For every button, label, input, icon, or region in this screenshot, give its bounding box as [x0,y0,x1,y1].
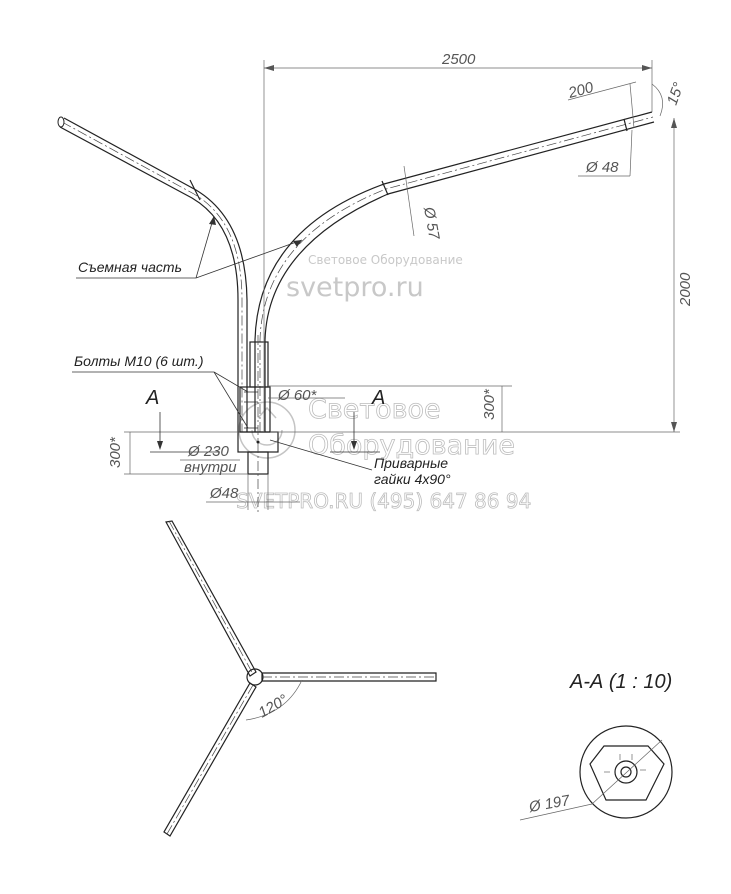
label-welded-nuts-1: Приварные [374,455,448,471]
dim-collar-diameter: Ø 60* [277,387,318,404]
section-plate [589,745,665,801]
dim-section-diameter: Ø 197 [527,792,572,816]
watermark-logo-icon [238,401,296,459]
watermark-big-line1: Световое [308,394,441,425]
dim-bottom-diameter: Ø48 [209,485,239,502]
watermark-contact: SVETPRO.RU (495) 647 86 94 [236,489,531,513]
left-arm [63,117,248,432]
plan-view: 120° [163,520,437,837]
dim-tip-length: 200 [566,79,596,102]
right-arm [254,111,653,432]
dim-base-diameter: Ø 230 [187,443,230,460]
section-a-a: А-А (1 : 10) Ø 197 [519,671,673,821]
watermark-big-line2: Оборудование [308,430,515,461]
dim-collar-height: 300* [481,388,498,420]
dim-tilt-angle: 15° [664,80,688,107]
label-bolts: Болты М10 (6 шт.) [74,353,203,369]
elevation-view [57,111,680,515]
dim-base-note: внутри [184,459,237,476]
watermark-line1: Световое Оборудование [308,253,463,267]
dim-plan-angle: 120° [256,691,291,721]
label-removable-part: Съемная часть [78,259,182,275]
left-arm-tip [57,116,65,128]
dim-tip-diameter: Ø 48 [585,159,619,176]
dim-arm-diameter: Ø 57 [420,205,443,242]
dim-span: 2500 [441,51,476,68]
section-title: А-А (1 : 10) [569,671,672,693]
section-mark-left: А [145,387,159,409]
dim-height: 2000 [677,272,694,307]
dimension-lines: 2500 200 15° Ø 48 Ø 57 2000 Ø 60* 300* 3… [107,51,694,510]
label-welded-nuts-2: гайки 4х90° [374,471,451,487]
watermark: Световое Оборудование svetpro.ru Светово… [236,253,532,513]
section-mark-right: А [371,387,385,409]
annotations: Съемная часть Болты М10 (6 шт.) А А Прив… [72,215,451,487]
section-outer-circle [579,725,673,819]
watermark-line2: svetpro.ru [286,272,424,303]
dim-base-height: 300* [107,436,124,468]
